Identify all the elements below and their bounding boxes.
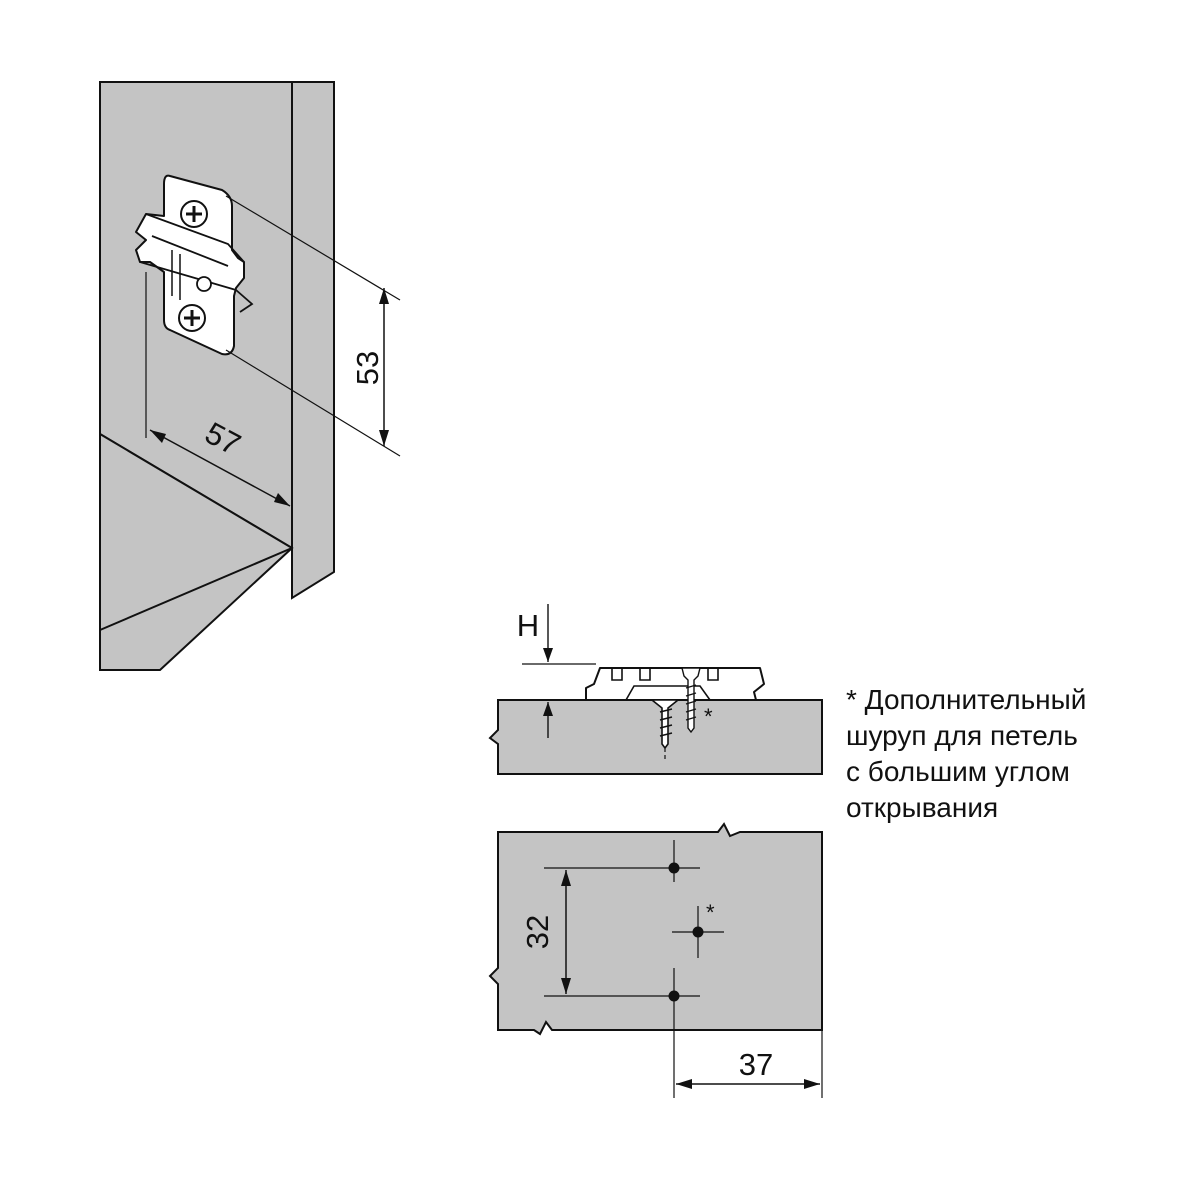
footnote: * Дополнительный шуруп для петель с боль… [846,682,1186,826]
asterisk-section: * [704,704,713,729]
asterisk-plan: * [706,900,715,925]
hole-additional: * [672,900,724,958]
hole-top [544,840,700,882]
plan-view: * 32 37 [488,822,823,1098]
mounting-plate [135,174,254,356]
footnote-line-1: * Дополнительный [846,684,1087,715]
cabinet-front-edge [291,81,335,600]
cabinet-view: 53 57 [99,81,401,671]
screw-additional-icon: * [681,667,713,734]
cabinet-bottom-panel [99,432,294,671]
dimension-h-label: H [517,608,539,643]
section-view: * H [488,604,823,775]
dimension-37-label: 37 [739,1047,773,1082]
dimension-h: H [517,604,596,738]
footnote-line-4: открывания [846,792,999,823]
footnote-line-2: шуруп для петель [846,720,1078,751]
screw-main-icon [649,699,681,760]
screw-bottom-icon [178,304,206,332]
plan-board [488,822,823,1036]
screw-top-icon [180,200,208,228]
dimension-37: 37 [676,1030,823,1098]
footnote-line-3: с большим углом [846,756,1070,787]
section-board [488,699,823,775]
hole-bottom [544,968,700,1098]
dimension-53: 53 [225,195,401,457]
cam-adjuster-icon [196,276,212,292]
dimension-32-label: 32 [520,915,555,949]
dimension-32: 32 [520,870,571,994]
dimension-53-label: 53 [350,351,385,385]
